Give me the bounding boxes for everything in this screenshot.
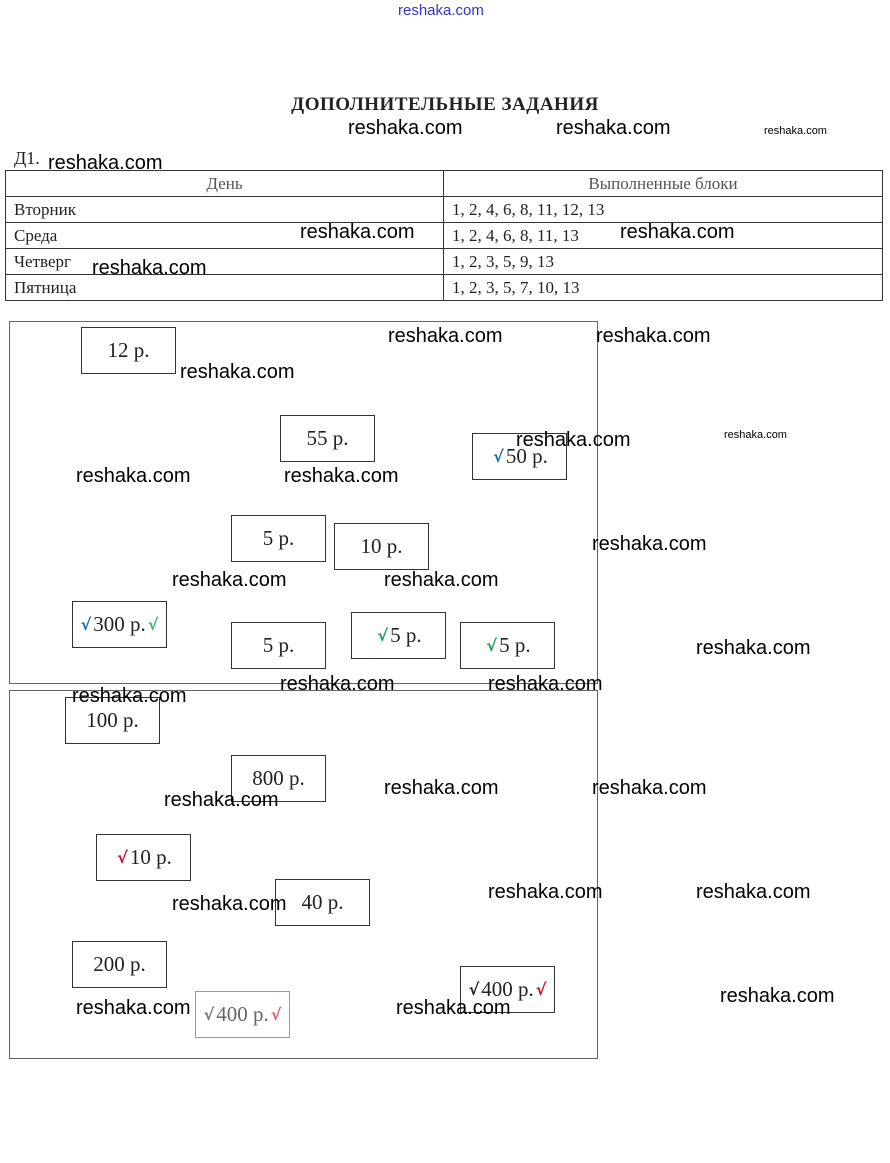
- price-card: 100 р.: [65, 697, 160, 744]
- watermark-text: reshaka.com: [48, 152, 163, 174]
- watermark-text: reshaka.com: [764, 125, 827, 137]
- watermark-text: reshaka.com: [348, 117, 463, 139]
- watermark-text: reshaka.com: [76, 465, 191, 487]
- header-day: День: [5, 170, 444, 197]
- check-mark-icon: √: [493, 447, 504, 466]
- watermark-text: reshaka.com: [172, 569, 287, 591]
- check-mark-icon: √: [147, 615, 159, 634]
- price-card: 40 р.: [275, 879, 370, 926]
- watermark-text: reshaka.com: [620, 221, 735, 243]
- blocks-cell: 1, 2, 4, 6, 8, 11, 12, 13: [443, 196, 883, 223]
- watermark-text: reshaka.com: [696, 881, 811, 903]
- price-label: 100 р.: [86, 708, 139, 732]
- price-card: 10 р.: [334, 523, 429, 570]
- price-label: 5 р.: [390, 623, 422, 647]
- watermark-text: reshaka.com: [396, 997, 511, 1019]
- watermark-text: reshaka.com: [696, 637, 811, 659]
- check-mark-icon: √: [80, 615, 92, 634]
- price-card: 5 р.: [231, 622, 326, 669]
- check-mark-icon: √: [468, 980, 480, 999]
- watermark-text: reshaka.com: [172, 893, 287, 915]
- price-label: 10 р.: [360, 534, 403, 558]
- check-mark-icon: √: [203, 1005, 215, 1024]
- price-card: √5 р.: [460, 622, 555, 669]
- watermark-text: reshaka.com: [398, 2, 484, 19]
- watermark-text: reshaka.com: [592, 777, 707, 799]
- price-label: 55 р.: [306, 426, 349, 450]
- price-card: 55 р.: [280, 415, 375, 462]
- price-label: 800 р.: [252, 766, 305, 790]
- price-label: 5 р.: [262, 526, 295, 550]
- check-mark-icon: √: [270, 1005, 282, 1024]
- price-label: 50 р.: [505, 444, 548, 468]
- day-cell: Пятница: [5, 274, 444, 301]
- watermark-text: reshaka.com: [72, 685, 187, 707]
- price-card: √5 р.: [351, 612, 446, 659]
- price-panel-1: [9, 321, 598, 684]
- task-label: Д1.: [14, 148, 40, 168]
- watermark-text: reshaka.com: [556, 117, 671, 139]
- check-mark-icon: √: [535, 980, 547, 999]
- watermark-text: reshaka.com: [164, 789, 279, 811]
- watermark-text: reshaka.com: [180, 361, 295, 383]
- blocks-cell: 1, 2, 3, 5, 9, 13: [443, 248, 883, 275]
- header-blocks: Выполненные блоки: [443, 170, 883, 197]
- watermark-text: reshaka.com: [384, 569, 499, 591]
- price-card: √300 р.√: [72, 601, 167, 648]
- price-card: 800 р.: [231, 755, 326, 802]
- page-title: ДОПОЛНИТЕЛЬНЫЕ ЗАДАНИЯ: [291, 94, 599, 115]
- watermark-text: reshaka.com: [488, 881, 603, 903]
- price-panel-2: [9, 690, 598, 1059]
- watermark-text: reshaka.com: [92, 257, 207, 279]
- price-label: 400 р.: [216, 1002, 269, 1026]
- price-card: √400 р.√: [195, 991, 290, 1038]
- price-label: 400 р.: [481, 977, 534, 1001]
- watermark-text: reshaka.com: [592, 533, 707, 555]
- price-label: 12 р.: [107, 338, 150, 362]
- check-mark-icon: √: [486, 636, 498, 655]
- watermark-text: reshaka.com: [720, 985, 835, 1007]
- watermark-text: reshaka.com: [300, 221, 415, 243]
- watermark-text: reshaka.com: [488, 673, 603, 695]
- price-label: 10 р.: [129, 845, 172, 869]
- price-label: 300 р.: [93, 612, 146, 636]
- price-card: √400 р.√: [460, 966, 555, 1013]
- watermark-text: reshaka.com: [280, 673, 395, 695]
- watermark-text: reshaka.com: [384, 777, 499, 799]
- watermark-text: reshaka.com: [516, 429, 631, 451]
- price-card: √50 р.: [472, 433, 567, 480]
- price-label: 5 р.: [262, 633, 295, 657]
- watermark-text: reshaka.com: [76, 997, 191, 1019]
- blocks-cell: 1, 2, 3, 5, 7, 10, 13: [443, 274, 883, 301]
- price-label: 5 р.: [499, 633, 531, 657]
- price-label: 40 р.: [301, 890, 344, 914]
- price-card: √10 р.: [96, 834, 191, 881]
- price-card: 200 р.: [72, 941, 167, 988]
- watermark-text: reshaka.com: [284, 465, 399, 487]
- day-cell: Вторник: [5, 196, 444, 223]
- price-label: 200 р.: [93, 952, 146, 976]
- watermark-text: reshaka.com: [388, 325, 503, 347]
- table-header-row: День Выполненные блоки: [5, 170, 883, 197]
- watermark-text: reshaka.com: [596, 325, 711, 347]
- price-card: 12 р.: [81, 327, 176, 374]
- day-cell: Четверг: [5, 248, 444, 275]
- check-mark-icon: √: [117, 848, 128, 867]
- price-card: 5 р.: [231, 515, 326, 562]
- watermark-text: reshaka.com: [724, 429, 787, 441]
- check-mark-icon: √: [377, 626, 389, 645]
- blocks-cell: 1, 2, 4, 6, 8, 11, 13: [443, 222, 883, 249]
